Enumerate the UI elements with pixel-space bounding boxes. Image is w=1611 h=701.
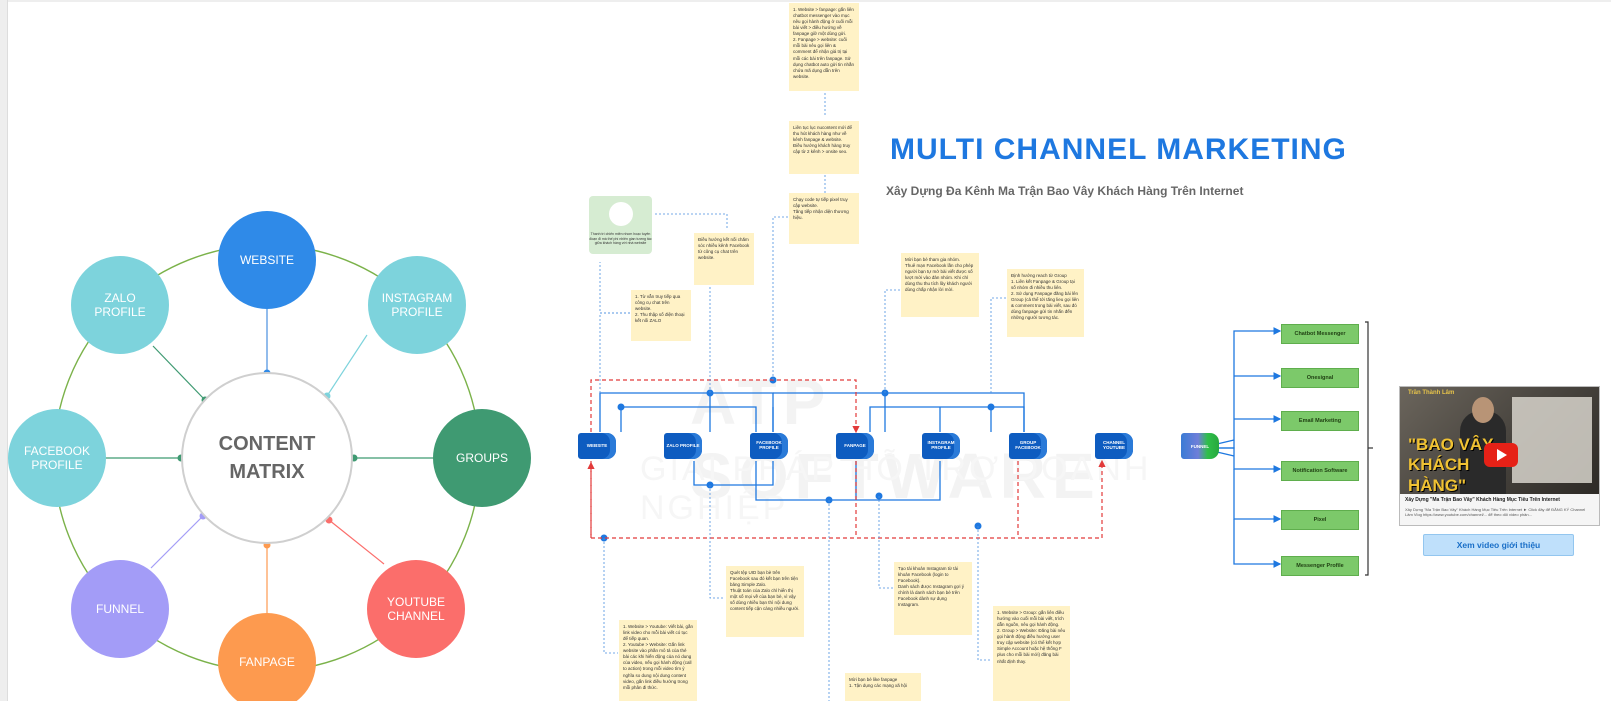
note-new-content: Liên tục lục nucontent mới để thu hút kh…: [789, 121, 859, 174]
tool-pixel[interactable]: Pixel: [1281, 510, 1359, 530]
tool-chatbot-messenger[interactable]: Chatbot Messenger: [1281, 324, 1359, 344]
channel-instagram-profile[interactable]: INSTAGRAM PROFILE: [922, 433, 960, 459]
note-invite-group: Mời bạn bè tham gia nhóm. Thuê mạn Faceb…: [901, 253, 979, 317]
video-embed[interactable]: Trần Thành Lâm "BAO VÂY KHÁCH HÀNG" Xây …: [1399, 386, 1600, 526]
chat-widget-card: Thanh trí chiến miên nhom hoạc tuyên đoạ…: [589, 196, 652, 254]
node-label: FACEBOOK PROFILE: [23, 443, 91, 472]
channel-label: FACEBOOK PROFILE: [756, 440, 782, 450]
node-fanpage[interactable]: FANPAGE: [218, 613, 316, 701]
channel-website[interactable]: WEBSITE: [578, 433, 616, 459]
node-facebook-profile[interactable]: FACEBOOK PROFILE: [8, 409, 106, 507]
node-label: FUNNEL: [95, 601, 144, 616]
chat-widget-text: Thanh trí chiến miên nhom hoạc tuyên đoạ…: [589, 232, 652, 246]
tool-notification-software[interactable]: Notification Software: [1281, 461, 1359, 481]
watermark-tagline: GIẢI PHÁP HỖ TRỢ DOANH NGHIỆP: [640, 450, 1152, 527]
channel-label: GROUP FACEBOOK: [1015, 440, 1041, 450]
video-title: Xây Dựng "Ma Trận Bao Vây" Khách Hàng Mụ…: [1405, 497, 1560, 503]
canvas-left-edge: [0, 0, 8, 701]
channel-label: ZALO PROFILE: [666, 442, 700, 448]
channel-label: FANPAGE: [844, 442, 866, 448]
canvas-top-edge: [0, 0, 1611, 2]
note-group-reach: Định hướng reach từ Group 1. Liên kết Fa…: [1007, 269, 1084, 337]
tool-onesignal[interactable]: Onesignal: [1281, 368, 1359, 388]
video-overlay-text: "BAO VÂY KHÁCH HÀNG": [1408, 435, 1494, 495]
note-pixel: Chạy code tự tiếp pixel truy cập website…: [789, 193, 859, 244]
node-youtube-channel[interactable]: YOUTUBE CHANNEL: [367, 560, 465, 658]
note-collect-phone: 1. Từ vẫn truy tiếp qua công cụ chat trê…: [631, 290, 691, 341]
note-website-fanpage: 1. Website > fanpage: gắn liên chatbot m…: [789, 3, 859, 91]
channel-facebook-profile[interactable]: FACEBOOK PROFILE: [750, 433, 788, 459]
node-groups[interactable]: GROUPS: [433, 409, 531, 507]
play-icon[interactable]: [1484, 443, 1518, 467]
page-subtitle: Xây Dựng Đa Kênh Ma Trận Bao Vây Khách H…: [886, 184, 1244, 198]
node-label: FANPAGE: [239, 654, 295, 669]
tool-messenger-profile[interactable]: Messenger Profile: [1281, 556, 1359, 576]
node-funnel[interactable]: FUNNEL: [71, 560, 169, 658]
channel-label: WEBSITE: [586, 442, 608, 448]
note-like-fanpage: Mời bạn bè like fanpage 1. Tận dụng các …: [845, 673, 921, 701]
node-zalo-profile[interactable]: ZALO PROFILE: [71, 256, 169, 354]
node-website[interactable]: WEBSITE: [218, 211, 316, 309]
node-label: WEBSITE: [239, 252, 294, 267]
page-title: MULTI CHANNEL MARKETING: [890, 133, 1347, 166]
channel-group-facebook[interactable]: GROUP FACEBOOK: [1009, 433, 1047, 459]
note-website-group: 1. Website > Group: gắn liên điều hướng …: [993, 606, 1070, 701]
note-youtube: 1. Website > Youtube: Viết bài, gắn link…: [619, 620, 697, 701]
center-line-1: CONTENT: [218, 433, 316, 455]
channel-label: INSTAGRAM PROFILE: [927, 440, 955, 450]
node-label: YOUTUBE CHANNEL: [386, 594, 445, 623]
note-zalo-uid: Quét tệp UID bạn bè trên Facebook sau đó…: [726, 566, 804, 637]
channel-label: CHANNEL YOUTUBE: [1102, 440, 1125, 450]
avatar: [609, 202, 633, 226]
video-description: Xây Dựng "Ma Trận Bao Vây" Khách Hàng Mụ…: [1405, 507, 1586, 518]
node-instagram-profile[interactable]: INSTAGRAM PROFILE: [368, 256, 466, 354]
node-label: ZALO PROFILE: [94, 290, 146, 319]
channel-label: FUNNEL: [1190, 443, 1210, 449]
content-matrix-center: CONTENT MATRIX: [181, 372, 353, 544]
presenter-head: [1472, 397, 1494, 423]
tool-email-marketing[interactable]: Email Marketing: [1281, 411, 1359, 431]
channel-zalo-profile[interactable]: ZALO PROFILE: [664, 433, 702, 459]
note-chat-facebook: Điều hướng kết nối chăm sóc nhiều kênh F…: [694, 233, 754, 285]
node-label: GROUPS: [455, 450, 508, 465]
whiteboard-image: [1512, 397, 1592, 483]
center-line-2: MATRIX: [229, 461, 305, 483]
channel-fanpage[interactable]: FANPAGE: [836, 433, 874, 459]
node-label: INSTAGRAM PROFILE: [381, 290, 453, 319]
channel-youtube[interactable]: CHANNEL YOUTUBE: [1095, 433, 1133, 459]
video-caption: Xây Dựng "Ma Trận Bao Vây" Khách Hàng Mụ…: [1400, 494, 1599, 525]
video-speaker: Trần Thành Lâm: [1408, 390, 1455, 396]
channel-funnel[interactable]: FUNNEL: [1181, 433, 1219, 459]
watch-intro-video-button[interactable]: Xem video giới thiệu: [1423, 534, 1574, 556]
note-instagram: Tạo tài khoản Instagram từ tài khoản Fac…: [894, 562, 972, 635]
